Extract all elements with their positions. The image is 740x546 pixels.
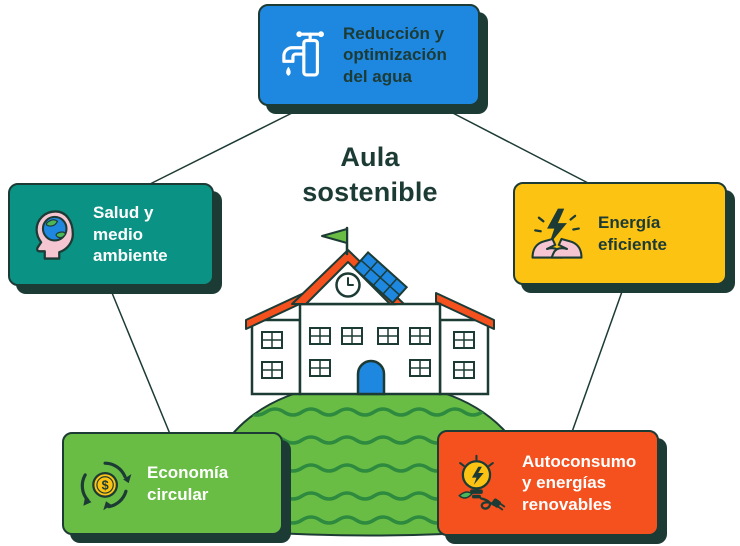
card-energy-label: Energía eficiente bbox=[598, 212, 667, 254]
building-door bbox=[356, 359, 386, 396]
card-renewable: Autoconsumo y energías renovables bbox=[437, 430, 659, 536]
diagram-title: Aula sostenible bbox=[302, 142, 438, 208]
card-health: Salud y medio ambiente bbox=[8, 183, 214, 286]
card-water-label: Reducción y optimización del agua bbox=[343, 23, 447, 86]
bulb-plug-icon bbox=[452, 454, 510, 512]
right-wing-roof bbox=[435, 292, 495, 330]
card-energy: Energía eficiente bbox=[513, 182, 727, 285]
head-globe-icon bbox=[23, 206, 81, 264]
building-clock bbox=[335, 272, 361, 298]
card-renewable-label: Autoconsumo y energías renovables bbox=[522, 451, 637, 514]
svg-text:$: $ bbox=[102, 478, 109, 492]
card-water: Reducción y optimización del agua bbox=[258, 4, 480, 106]
building-flag bbox=[321, 226, 349, 256]
card-circular-label: Economía circular bbox=[147, 462, 229, 504]
solar-panel bbox=[352, 251, 409, 305]
circular-economy-icon: $ bbox=[77, 455, 135, 513]
pentagon-connector-lines bbox=[109, 108, 625, 435]
school-building bbox=[245, 226, 495, 396]
card-circular: $ Economía circular bbox=[62, 432, 283, 535]
hands-energy-icon bbox=[528, 205, 586, 263]
card-health-label: Salud y medio ambiente bbox=[93, 203, 168, 266]
faucet-icon bbox=[273, 26, 331, 84]
